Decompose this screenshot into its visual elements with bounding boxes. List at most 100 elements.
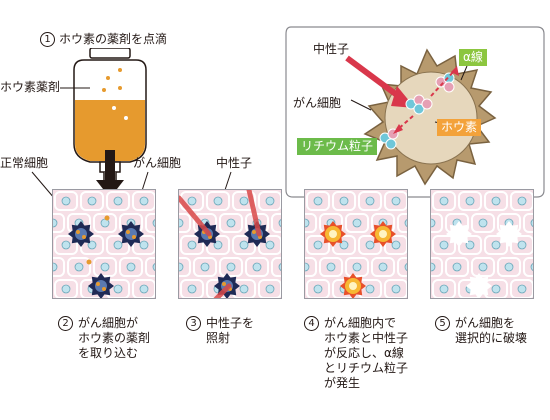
- cell-nucleus: [339, 196, 349, 206]
- boron-drug-dot: [102, 287, 106, 291]
- caption-step4-text: がん細胞内で ホウ素と中性子 が反応し、α線 とリチウム粒子 が発生: [324, 316, 409, 390]
- cell-nucleus: [517, 284, 527, 294]
- caption-step2-number: 2: [58, 316, 73, 331]
- neutron-label: 中性子: [216, 156, 253, 170]
- boron-tag: ホウ素: [437, 119, 482, 136]
- normal-cell: [271, 257, 281, 277]
- boron-drug-dot: [104, 215, 110, 221]
- boron-drug-dot: [82, 235, 86, 239]
- cell-nucleus: [252, 262, 262, 272]
- cell-nucleus: [530, 263, 533, 271]
- panel-step4: [304, 189, 408, 299]
- cell-nucleus: [491, 196, 501, 206]
- cell-nucleus: [313, 284, 323, 294]
- reaction-core: [329, 230, 337, 238]
- cell-nucleus: [113, 240, 123, 250]
- cell-nucleus: [452, 262, 462, 272]
- destroyed-cell-gap: [466, 273, 492, 298]
- cell-nucleus: [504, 262, 514, 272]
- cell-nucleus: [61, 284, 71, 294]
- normal-cell: [145, 213, 155, 233]
- cell-nucleus: [53, 218, 58, 228]
- step1-label: ホウ素の薬剤を点滴: [59, 32, 168, 46]
- cell-nucleus: [213, 196, 223, 206]
- cell-nucleus: [152, 219, 155, 227]
- alpha-ray-tag: α線: [459, 49, 487, 66]
- cell-nucleus: [187, 284, 197, 294]
- panel-step3: [178, 189, 282, 299]
- cell-nucleus: [265, 240, 275, 250]
- lithium-particle-tag: リチウム粒子: [297, 138, 378, 155]
- cell-nucleus: [391, 284, 401, 294]
- cell-nucleus: [313, 196, 323, 206]
- boron-drug-dot: [222, 282, 226, 286]
- inset-nucleus: [384, 71, 478, 165]
- boron-drug-dot: [96, 282, 100, 286]
- cell-nucleus: [226, 262, 236, 272]
- normal-cell: [397, 257, 407, 277]
- normal-cell-label: 正常細胞: [0, 156, 49, 170]
- cell-nucleus: [352, 262, 362, 272]
- inset-boron-atom: [405, 94, 433, 115]
- cell-nucleus: [152, 263, 155, 271]
- cell-nucleus: [126, 262, 136, 272]
- boron-drug-dot: [76, 230, 80, 234]
- cell-nucleus: [265, 284, 275, 294]
- cell-nucleus: [478, 262, 488, 272]
- reaction-core: [379, 230, 387, 238]
- neutron-beam: [213, 283, 232, 298]
- caption-step2-text: がん細胞が ホウ素の薬剤 を取り込む: [78, 316, 151, 360]
- normal-cell: [179, 257, 191, 277]
- cell-nucleus: [530, 219, 533, 227]
- cell-nucleus: [278, 219, 281, 227]
- cell-nucleus: [478, 218, 488, 228]
- normal-cell: [179, 213, 191, 233]
- cell-nucleus: [113, 196, 123, 206]
- caption-step2: 2 がん細胞が ホウ素の薬剤 を取り込む: [58, 316, 168, 376]
- cell-nucleus: [313, 240, 323, 250]
- step1-heading: 1 ホウ素の薬剤を点滴: [40, 32, 167, 47]
- boron-drug-dot: [252, 230, 256, 234]
- normal-cell: [431, 213, 443, 233]
- cell-nucleus: [187, 196, 197, 206]
- inset-cancer-cell-label: がん細胞: [293, 96, 342, 110]
- cell-nucleus: [365, 196, 375, 206]
- cancer-cell-label: がん細胞: [133, 156, 182, 170]
- cell-nucleus: [139, 196, 149, 206]
- cell-nucleus: [439, 196, 449, 206]
- cell-nucleus: [305, 262, 310, 272]
- cell-nucleus: [517, 240, 527, 250]
- destroyed-cell-gap: [496, 221, 522, 247]
- drip-bag-liquid: [75, 100, 145, 161]
- cell-nucleus: [439, 240, 449, 250]
- cell-nucleus: [265, 196, 275, 206]
- caption-step5: 5 がん細胞を 選択的に破壊: [435, 316, 545, 356]
- destroyed-cell-gap: [446, 221, 472, 247]
- cell-nucleus: [391, 240, 401, 250]
- cell-nucleus: [431, 218, 436, 228]
- caption-step4: 4 がん細胞内で ホウ素と中性子 が反応し、α線 とリチウム粒子 が発生: [304, 316, 424, 406]
- cell-nucleus: [226, 218, 236, 228]
- cell-nucleus: [187, 240, 197, 250]
- cell-nucleus: [439, 284, 449, 294]
- cell-nucleus: [378, 262, 388, 272]
- step1-number: 1: [40, 32, 55, 47]
- normal-cell: [53, 257, 65, 277]
- normal-cell: [53, 213, 65, 233]
- inset-neutron-label: 中性子: [313, 42, 350, 56]
- cell-nucleus: [517, 196, 527, 206]
- neutron-beam: [246, 190, 262, 237]
- cell-nucleus: [352, 218, 362, 228]
- normal-cell: [397, 213, 407, 233]
- iv-drip-illustration: [73, 48, 147, 200]
- cell-nucleus: [491, 284, 501, 294]
- cell-nucleus: [431, 262, 436, 272]
- normal-cell: [305, 257, 317, 277]
- cell-nucleus: [326, 262, 336, 272]
- cell-nucleus: [53, 262, 58, 272]
- drip-bag-cap: [89, 48, 131, 59]
- normal-cell: [523, 213, 533, 233]
- cell-nucleus: [200, 262, 210, 272]
- cell-nucleus: [391, 196, 401, 206]
- inset-neutron-arrow: [345, 55, 403, 101]
